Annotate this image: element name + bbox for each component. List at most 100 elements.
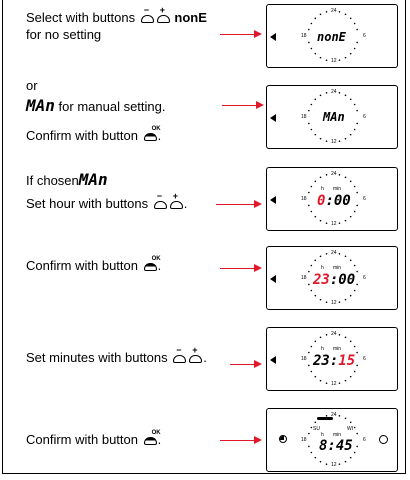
display-panel-6: 24 12 18 6 SU WI h min 8:45 [266, 408, 398, 472]
display-time: 0:00 [317, 193, 351, 209]
clock-dial-icon [308, 92, 358, 142]
display-panel-1: 24 12 18 6 nonE [266, 4, 398, 68]
dial-dot [325, 334, 328, 336]
dial-dot [308, 351, 310, 354]
dial-dot [349, 375, 352, 378]
dial-dot [353, 264, 356, 267]
or-text: or [26, 78, 38, 93]
manual-code: MAn [78, 170, 108, 189]
dial-dot [310, 426, 313, 429]
dial-dot [310, 345, 313, 348]
dial-dot [325, 140, 328, 142]
display-panel-5: 24 12 18 6 h min 23:15 [266, 327, 398, 391]
set-hour-line: Set hour with buttons −+. [26, 191, 188, 212]
plus-button-icon: + [188, 346, 203, 363]
dial-dot [344, 255, 347, 258]
dial-dot [353, 370, 356, 373]
dial-dot [308, 432, 310, 435]
dial-dot [319, 255, 322, 258]
display-time: 23:00 [313, 272, 356, 288]
display-manual-text: MAn [323, 110, 345, 124]
dial-dot [338, 174, 341, 176]
dial-dot [349, 294, 352, 297]
dial-dot [319, 176, 322, 179]
pointer-triangle-icon [270, 33, 276, 41]
step1-line1: Select with buttons −+ nonE [26, 5, 207, 26]
dial-dot [319, 460, 322, 463]
dial-dot [319, 13, 322, 16]
dial-dot [325, 11, 328, 13]
dial-dot [325, 463, 328, 465]
dial-dot [338, 415, 341, 417]
dial-dot [314, 259, 317, 262]
clock-dial-icon [308, 334, 358, 384]
dial-dot [310, 210, 313, 213]
dial-dot [344, 460, 347, 463]
dial-dot [356, 270, 358, 273]
dial-dot [325, 253, 328, 255]
red-arrow-icon [230, 360, 262, 368]
dial-dot [344, 56, 347, 59]
dial-dot [344, 94, 347, 97]
dial-dot [344, 137, 347, 140]
dial-dot [356, 283, 358, 286]
clock-dial-icon [308, 174, 358, 224]
pointer-triangle-icon [270, 275, 276, 283]
dial-dot [314, 340, 317, 343]
dial-dot [308, 270, 310, 273]
dial-dot [325, 382, 328, 384]
dial-dot [356, 364, 358, 367]
step2-manual-line: MAn for manual setting. [26, 96, 166, 115]
page-frame [2, 0, 406, 474]
dial-dot [353, 185, 356, 188]
segment-bar-icon [317, 417, 333, 420]
dial-dot [344, 336, 347, 339]
dial-dot [349, 17, 352, 20]
dial-dot [319, 336, 322, 339]
step4-confirm: Confirm with button OK. [26, 256, 162, 273]
dial-dot [353, 128, 356, 131]
dial-dot [344, 417, 347, 420]
dial-dot [308, 191, 310, 194]
dial-dot [338, 222, 341, 224]
dial-dot [308, 283, 310, 286]
pointer-triangle-icon [270, 196, 276, 204]
dial-dot [344, 298, 347, 301]
dial-dot [353, 47, 356, 50]
step1-line2: for no setting [26, 27, 102, 42]
dial-dot [319, 219, 322, 222]
dial-dot [356, 432, 358, 435]
dial-dot [353, 451, 356, 454]
sun-icon [379, 435, 388, 444]
display-time: 23:15 [313, 353, 356, 369]
display-panel-4: 24 12 18 6 h min 23:00 [266, 246, 398, 310]
dial-dot [349, 98, 352, 101]
dial-dot [338, 301, 341, 303]
minus-button-icon: − [153, 192, 167, 209]
dial-dot [353, 426, 356, 429]
ok-button-icon: OK [143, 126, 161, 141]
dial-dot [325, 92, 328, 94]
dial-dot [325, 301, 328, 303]
dial-dot [338, 463, 341, 465]
clock-dial-icon [308, 11, 358, 61]
dial-dot [356, 41, 358, 44]
dial-dot [338, 334, 341, 336]
dial-dot [325, 415, 328, 417]
dial-dot [325, 59, 328, 61]
dial-dot [353, 22, 356, 25]
dial-dot [338, 59, 341, 61]
dial-dot [314, 456, 317, 459]
dial-dot [344, 13, 347, 16]
dial-dot [308, 445, 310, 448]
dial-dot [310, 22, 313, 25]
set-minutes-line: Set minutes with buttons −+. [26, 345, 207, 366]
dial-dot [310, 128, 313, 131]
dial-dot [314, 375, 317, 378]
dial-dot [314, 215, 317, 218]
dial-dot [349, 340, 352, 343]
dial-dot [319, 137, 322, 140]
dial-dot [353, 345, 356, 348]
dial-dot [344, 176, 347, 179]
dial-dot [353, 289, 356, 292]
